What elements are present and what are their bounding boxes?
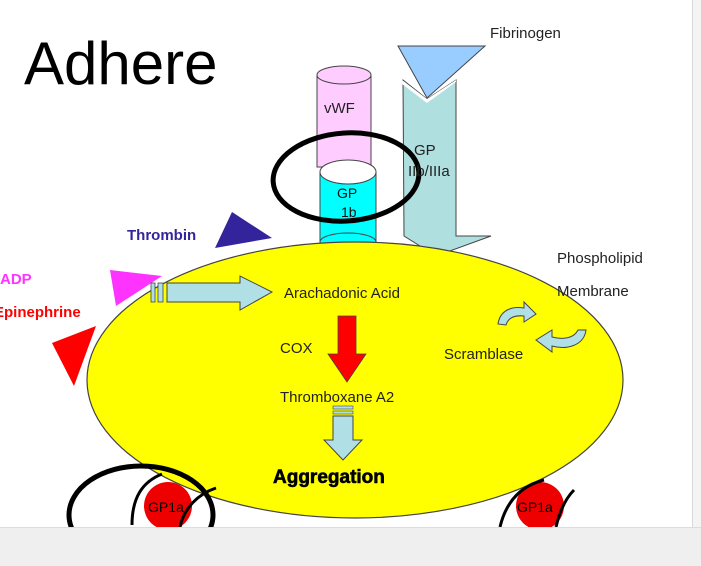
slide-title: Adhere	[24, 30, 217, 97]
collagen-strand-right-2	[554, 488, 576, 527]
aggregation-label: Aggregation	[273, 467, 385, 488]
slide: Adhere Fibrinogen vWF GP IIb/IIIa GP 1b …	[0, 0, 701, 527]
gp-iib-iiia-label-line1: GP	[414, 142, 436, 159]
gp1b-label-line1: GP	[337, 185, 357, 201]
agg-arrow-stripe-1	[332, 405, 354, 410]
fibrinogen-shape	[397, 45, 487, 99]
cox-arrow	[327, 315, 367, 383]
aa-arrow-stripe-1	[150, 282, 156, 303]
gp1b-top	[319, 159, 377, 185]
thromboxane-label: Thromboxane A2	[280, 389, 394, 406]
scramblase-label: Scramblase	[444, 346, 523, 363]
collagen-strand-right-1	[498, 478, 545, 527]
vwf-label: vWF	[324, 100, 355, 117]
epinephrine-triangle	[52, 326, 96, 386]
gp1a-left-label: GP1a	[148, 499, 184, 515]
platelet-membrane	[86, 241, 624, 519]
highlight-circle-gp1b	[270, 130, 422, 224]
highlight-circle-gp1a	[66, 463, 216, 527]
membrane-label: Membrane	[557, 283, 629, 300]
gp1a-right-label: GP1a	[517, 499, 553, 515]
epinephrine-label: Epinephrine	[0, 304, 81, 321]
adp-triangle	[110, 270, 162, 306]
scramblase-arrow-1	[497, 300, 537, 326]
arachadonic-acid-label: Arachadonic Acid	[284, 285, 400, 302]
collagen-strand-left-2	[178, 486, 217, 527]
fibrinogen-notch	[402, 80, 456, 103]
fibrinogen-label: Fibrinogen	[490, 25, 561, 42]
phospholipid-label: Phospholipid	[557, 250, 643, 267]
adp-label: ADP	[0, 271, 32, 288]
collagen-strand-left-1	[130, 472, 163, 526]
bottom-panel	[0, 527, 701, 566]
scramblase-arrow-2	[535, 329, 587, 353]
vwf-top	[316, 65, 372, 85]
gp1a-right-receptor	[516, 482, 564, 527]
thrombin-triangle	[215, 212, 272, 248]
cox-label: COX	[280, 340, 313, 357]
gp-iib-iiia-label-line2: IIb/IIIa	[408, 163, 450, 180]
platelet-adhesion-diagram: Adhere Fibrinogen vWF GP IIb/IIIa GP 1b …	[0, 25, 643, 527]
aa-arrow-stripe-2	[157, 282, 164, 303]
thrombin-label: Thrombin	[127, 227, 196, 244]
gp1b-label-line2: 1b	[341, 204, 357, 220]
aa-arrow-body	[166, 275, 274, 311]
agg-arrow-body	[322, 415, 364, 461]
gp1a-left-receptor	[144, 482, 192, 527]
vwf-body	[316, 74, 372, 168]
agg-arrow-stripe-2	[332, 410, 354, 415]
vertical-scrollbar[interactable]	[692, 0, 701, 527]
